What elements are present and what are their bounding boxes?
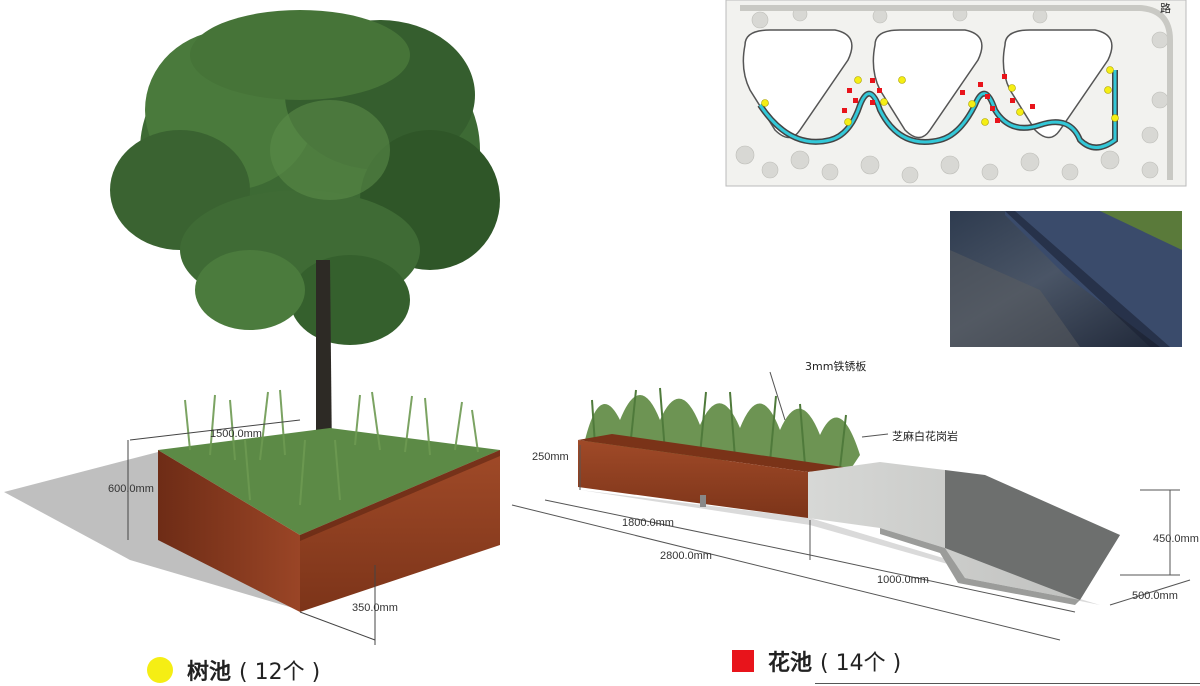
tree-pool-dim-lines (127, 419, 376, 645)
legend-flower-pool-label: 花池 (768, 651, 813, 676)
label-stone-material: 芝麻白花岗岩 (892, 429, 958, 443)
tree-pool-top (158, 428, 500, 535)
legend-tree-pool: 树池 ( 12个 ) (147, 654, 320, 686)
tree-pool-illustration (4, 10, 500, 645)
tree-pool-left-face (158, 450, 300, 612)
tree-pool-dim-length: 1500.0mm (210, 428, 262, 440)
tree-pool-dim-height: 600.0mm (108, 483, 154, 495)
tree-pool-shadow (4, 452, 300, 610)
site-plan: 路 (725, 0, 1187, 187)
site-plan-building-1 (742, 29, 853, 139)
tree-pool-dim-width: 350.0mm (352, 602, 398, 614)
flower-pool-steel-top (578, 434, 850, 472)
flower-pool-illustration (511, 371, 1191, 641)
site-plan-building-2 (872, 29, 983, 139)
legend-flower-pool-count: ( 14个 ) (820, 651, 902, 676)
tree-pool-right-face (300, 450, 500, 612)
tree-trunk (316, 260, 332, 460)
site-plan-building-3 (1002, 29, 1113, 139)
legend-tree-pool-count: ( 12个 ) (239, 660, 321, 685)
label-steel-material: 3mm铁锈板 (805, 359, 866, 373)
flower-pool-dim-seat-height: 450.0mm (1153, 533, 1199, 545)
site-plan-tree-pool-markers (761, 66, 1119, 126)
flower-pool-dim-seat-width: 500.0mm (1132, 590, 1178, 602)
flower-pool-dim-planter: 1800.0mm (622, 517, 674, 529)
flower-pool-dim-total: 2800.0mm (660, 550, 712, 562)
flower-pool-dim-height: 250mm (532, 451, 569, 463)
site-plan-flower-pool-markers (842, 74, 1035, 123)
tree-pool-grass (184, 389, 479, 506)
site-plan-corner-label: 路 (1160, 2, 1171, 15)
flower-pool-dim-lines (511, 371, 1191, 641)
granite-seat-side (880, 528, 1080, 605)
tree-crown (110, 10, 500, 345)
flower-pool-steel-front (578, 440, 808, 518)
flower-pool-dim-seat: 1000.0mm (877, 574, 929, 586)
granite-seat-ramp (945, 470, 1120, 600)
bottom-rule (815, 683, 1200, 684)
legend-flower-pool: 花池 ( 14个 ) (732, 645, 901, 677)
reference-photo (950, 211, 1182, 347)
flower-pool-marker-icon (732, 650, 754, 672)
tree-pool-marker-icon (147, 657, 173, 683)
legend-tree-pool-label: 树池 (187, 660, 232, 685)
